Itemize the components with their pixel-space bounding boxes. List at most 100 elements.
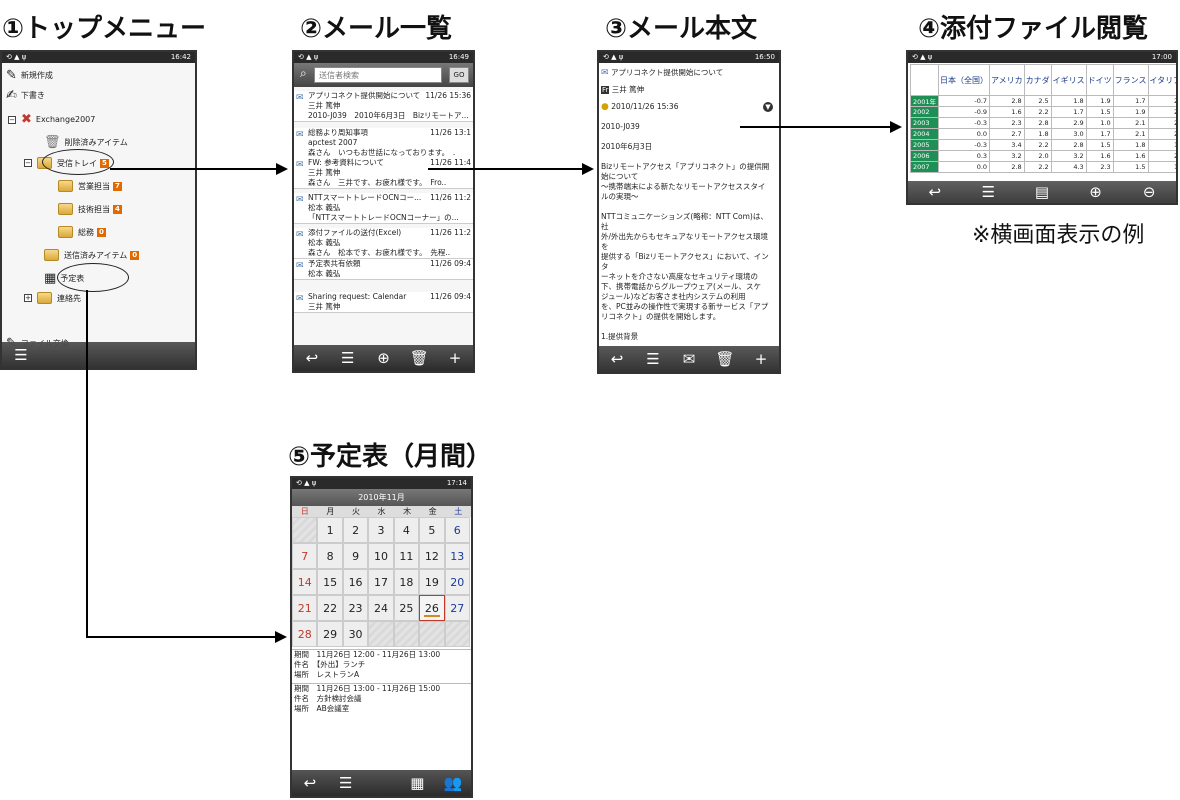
add-icon[interactable]: + <box>448 349 462 367</box>
calendar-day[interactable]: 20 <box>444 569 470 595</box>
table-cell[interactable]: 1.5 <box>1085 106 1114 118</box>
calendar-day[interactable]: 24 <box>368 595 394 621</box>
calendar-day[interactable]: 10 <box>368 543 394 569</box>
collapse-icon[interactable]: − <box>24 159 32 167</box>
table-cell[interactable]: 2. <box>1147 128 1176 140</box>
table-cell[interactable]: 1.6 <box>1112 150 1149 162</box>
calendar-day[interactable]: 23 <box>342 595 369 621</box>
dropdown-icon[interactable]: ▼ <box>763 102 773 112</box>
calendar-day[interactable]: 27 <box>444 595 470 621</box>
calendar-day[interactable]: 8 <box>317 543 343 569</box>
calendar-day[interactable]: 13 <box>444 543 470 569</box>
table-cell[interactable]: -0.3 <box>938 139 991 151</box>
table-cell[interactable]: 2.1 <box>1112 117 1149 129</box>
table-cell[interactable]: 0.0 <box>938 161 991 173</box>
table-cell[interactable]: 2. <box>1147 106 1176 118</box>
table-cell[interactable]: 2.3 <box>1085 161 1114 173</box>
table-cell[interactable]: 0.0 <box>938 128 991 140</box>
table-cell[interactable]: 1.7 <box>1085 128 1114 140</box>
table-cell[interactable]: 3.4 <box>989 139 1025 151</box>
table-cell[interactable]: 2. <box>1147 95 1176 107</box>
calendar-day[interactable]: 12 <box>419 543 445 569</box>
table-cell[interactable]: -0.9 <box>938 106 991 118</box>
list-icon[interactable]: ☰ <box>340 349 355 367</box>
collapse-icon[interactable]: − <box>8 115 16 124</box>
back-icon[interactable]: ↩ <box>305 349 319 367</box>
table-cell[interactable]: 1. <box>1147 139 1176 151</box>
table-cell[interactable]: 2. <box>1147 117 1176 129</box>
table-cell[interactable]: 1.8 <box>1112 139 1149 151</box>
calendar-day[interactable]: 6 <box>444 517 470 543</box>
table-cell[interactable]: 2. <box>1147 150 1176 162</box>
menu-deleted[interactable]: 🗑削除済みアイテム <box>44 135 128 150</box>
calendar-day[interactable]: 4 <box>393 517 420 543</box>
table-cell[interactable]: -0.7 <box>938 95 991 107</box>
calendar-day[interactable]: 1 <box>317 517 343 543</box>
table-cell[interactable]: 1.7 <box>1112 95 1149 107</box>
table-cell[interactable]: 2.2 <box>1023 106 1052 118</box>
calendar-day[interactable]: 15 <box>317 569 343 595</box>
table-cell[interactable]: 2.5 <box>1023 95 1052 107</box>
search-input[interactable] <box>314 67 442 83</box>
menu-draft[interactable]: ✍下書き <box>6 88 45 103</box>
table-cell[interactable]: 2.8 <box>989 161 1025 173</box>
calendar-day[interactable]: 17 <box>368 569 394 595</box>
trash-icon[interactable]: 🗑 <box>409 349 429 367</box>
calendar-day[interactable]: 3 <box>368 517 394 543</box>
document-icon[interactable]: ▤ <box>1034 183 1050 201</box>
menu-contacts[interactable]: + 連絡先 <box>24 292 81 304</box>
table-cell[interactable]: 1.6 <box>989 106 1025 118</box>
table-cell[interactable]: 2.2 <box>1023 161 1052 173</box>
table-cell[interactable]: 3.0 <box>1050 128 1087 140</box>
list-icon[interactable]: ☰ <box>981 183 996 201</box>
table-cell[interactable]: 2.9 <box>1050 117 1087 129</box>
calendar-icon[interactable]: ▦ <box>410 774 425 792</box>
zoom-in-icon[interactable]: ⊕ <box>1089 183 1102 201</box>
table-cell[interactable]: 2.0 <box>1023 150 1052 162</box>
menu-sent[interactable]: 送信済みアイテム 0 <box>44 249 140 261</box>
calendar-day[interactable]: 21 <box>292 595 318 621</box>
table-cell[interactable]: 2.3 <box>989 117 1025 129</box>
table-cell[interactable]: 1.8 <box>1023 128 1052 140</box>
calendar-day[interactable]: 9 <box>342 543 369 569</box>
calendar-day[interactable]: 19 <box>419 569 445 595</box>
table-cell[interactable]: -0.3 <box>938 117 991 129</box>
people-icon[interactable]: 👥 <box>443 774 463 792</box>
menu-general[interactable]: 総務 0 <box>58 226 106 238</box>
calendar-day[interactable]: 14 <box>292 569 318 595</box>
calendar-day[interactable]: 5 <box>419 517 445 543</box>
calendar-day[interactable]: 2 <box>342 517 369 543</box>
calendar-day[interactable]: 25 <box>393 595 420 621</box>
calendar-day[interactable]: 28 <box>292 621 318 647</box>
table-cell[interactable]: 2.8 <box>1023 117 1052 129</box>
table-cell[interactable]: 1.9 <box>1085 95 1114 107</box>
mail-icon[interactable]: ✉ <box>682 350 696 368</box>
table-cell[interactable]: 0.3 <box>938 150 991 162</box>
back-icon[interactable]: ↩ <box>610 350 624 368</box>
trash-icon[interactable]: 🗑 <box>715 350 735 368</box>
table-cell[interactable]: 2.7 <box>989 128 1025 140</box>
menu-sales[interactable]: 営業担当 7 <box>58 180 122 192</box>
table-cell[interactable]: 2.8 <box>1050 139 1087 151</box>
calendar-day[interactable]: 18 <box>393 569 420 595</box>
menu-new-mail[interactable]: ✎新規作成 <box>6 68 53 83</box>
list-icon[interactable]: ☰ <box>14 346 28 364</box>
calendar-day[interactable]: 29 <box>317 621 343 647</box>
table-cell[interactable]: 3.2 <box>989 150 1025 162</box>
table-cell[interactable]: 1.8 <box>1050 95 1087 107</box>
table-cell[interactable]: 1.6 <box>1085 150 1114 162</box>
expand-icon[interactable]: + <box>24 294 32 302</box>
go-button[interactable]: GO <box>449 67 469 83</box>
back-icon[interactable]: ↩ <box>303 774 317 792</box>
zoom-out-icon[interactable]: ⊖ <box>1142 183 1156 201</box>
zoom-icon[interactable]: ⊕ <box>377 349 390 367</box>
table-cell[interactable]: 2.1 <box>1112 128 1149 140</box>
back-icon[interactable]: ↩ <box>928 183 942 201</box>
table-cell[interactable]: 1. <box>1147 161 1176 173</box>
